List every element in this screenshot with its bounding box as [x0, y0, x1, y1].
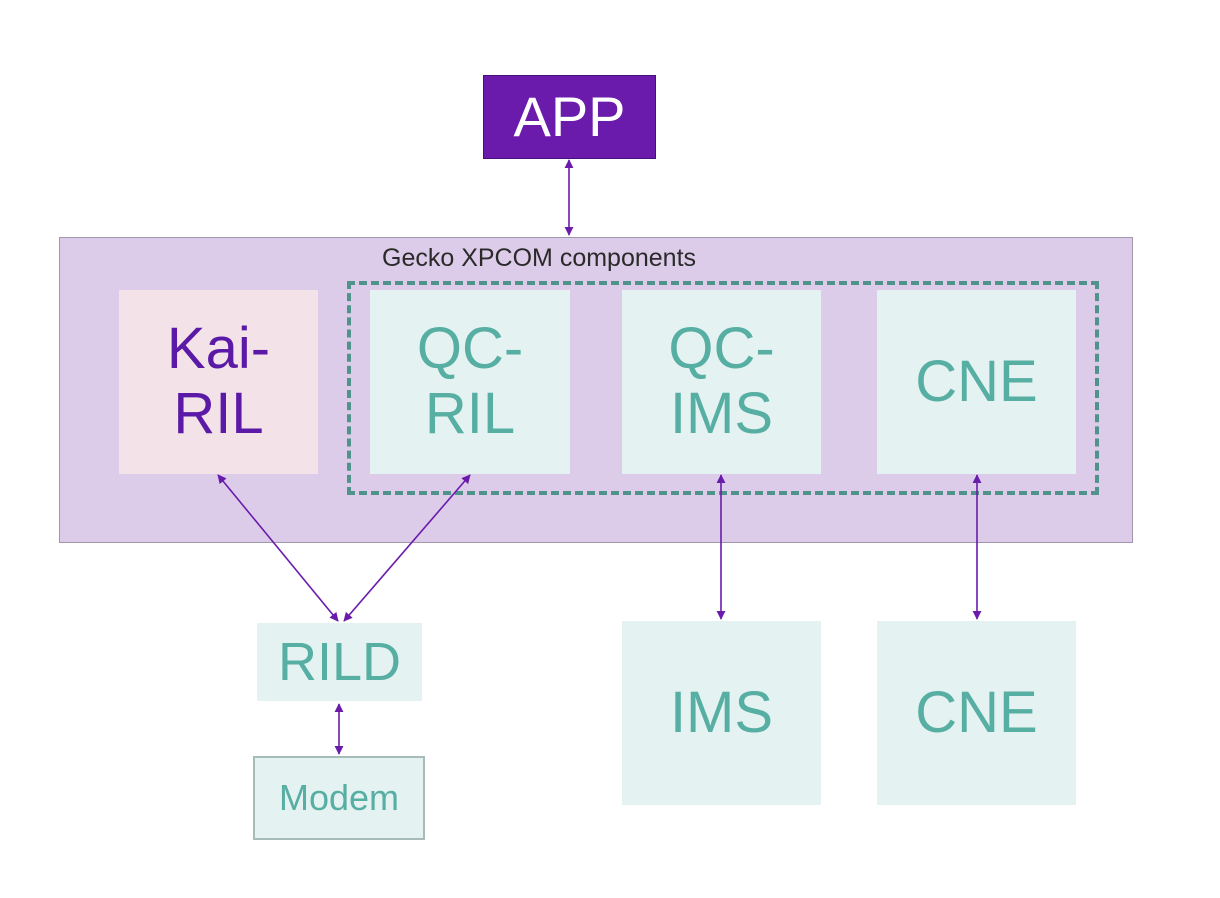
qc-ril-label-line2: RIL — [424, 381, 516, 446]
qc-ims-label-line1: QC- — [668, 316, 775, 382]
ims-box: IMS — [622, 621, 821, 805]
rild-box: RILD — [257, 623, 422, 701]
modem-label: Modem — [278, 776, 400, 818]
kai-ril-label-line2: RIL — [173, 381, 264, 446]
gecko-xpcom-label: Gecko XPCOM components — [382, 244, 697, 272]
modem-box: Modem — [253, 756, 425, 840]
cne-component-label: CNE — [915, 348, 1038, 414]
qc-ril-label-line1: QC- — [416, 316, 524, 382]
qc-ril-box: QC- RIL — [370, 290, 570, 474]
app-label: APP — [513, 84, 626, 148]
cne-service-label: CNE — [915, 679, 1038, 745]
app-box: APP — [483, 75, 656, 159]
ims-label: IMS — [669, 679, 774, 745]
cne-component-box: CNE — [877, 290, 1076, 474]
rild-label: RILD — [277, 631, 402, 692]
kai-ril-label-line1: Kai- — [166, 316, 271, 382]
kai-ril-box: Kai- RIL — [119, 290, 318, 474]
qc-ims-box: QC- IMS — [622, 290, 821, 474]
cne-service-box: CNE — [877, 621, 1076, 805]
qc-ims-label-line2: IMS — [669, 381, 774, 446]
